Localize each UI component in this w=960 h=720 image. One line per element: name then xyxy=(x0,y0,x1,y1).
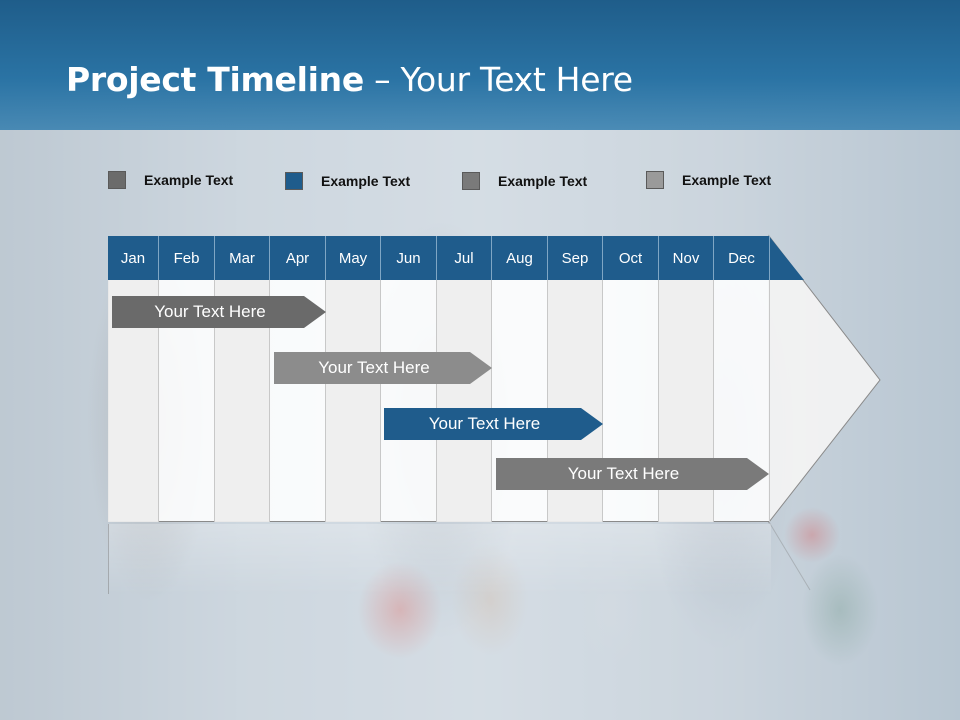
slide-title-rest: – Your Text Here xyxy=(363,60,633,99)
task-label-1: Your Text Here xyxy=(154,302,266,321)
legend-label-4: Example Text xyxy=(682,172,772,188)
task-bar-1[interactable]: Your Text Here xyxy=(112,296,326,328)
timeline-reflection xyxy=(108,524,771,594)
slide-title: Project Timeline – Your Text Here xyxy=(66,60,633,99)
month-label-mar: Mar xyxy=(215,236,270,280)
month-label-jul: Jul xyxy=(437,236,492,280)
task-label-4: Your Text Here xyxy=(567,464,680,483)
legend-swatch-2 xyxy=(285,172,303,190)
month-column-apr xyxy=(270,280,326,522)
month-label-jan: Jan xyxy=(108,236,159,280)
task-bar-3[interactable]: Your Text Here xyxy=(384,408,603,440)
legend-item-3: Example Text xyxy=(462,172,587,190)
month-label-nov: Nov xyxy=(659,236,714,280)
legend-swatch-1 xyxy=(108,171,126,189)
legend-item-4: Example Text xyxy=(646,171,771,189)
month-column-aug xyxy=(492,280,548,522)
month-label-jun: Jun xyxy=(381,236,437,280)
month-column-feb xyxy=(159,280,215,522)
month-label-sep: Sep xyxy=(548,236,603,280)
month-label-feb: Feb xyxy=(159,236,215,280)
legend-item-2: Example Text xyxy=(285,172,410,190)
month-label-aug: Aug xyxy=(492,236,548,280)
slide-title-bold: Project Timeline xyxy=(66,60,364,99)
month-label-dec: Dec xyxy=(714,236,770,280)
month-column-oct xyxy=(603,280,659,522)
title-banner: Project Timeline – Your Text Here xyxy=(0,0,960,130)
task-label-2: Your Text Here xyxy=(318,358,430,377)
month-column-may xyxy=(326,280,381,522)
task-bar-2[interactable]: Your Text Here xyxy=(274,352,492,384)
legend-item-1: Example Text xyxy=(108,171,233,189)
task-label-3: Your Text Here xyxy=(428,414,541,433)
month-label-oct: Oct xyxy=(603,236,659,280)
month-label-may: May xyxy=(326,236,381,280)
legend-label-3: Example Text xyxy=(498,173,588,189)
legend-swatch-3 xyxy=(462,172,480,190)
legend-swatch-4 xyxy=(646,171,664,189)
legend-label-1: Example Text xyxy=(144,172,234,188)
legend-label-2: Example Text xyxy=(321,173,411,189)
task-bar-4[interactable]: Your Text Here xyxy=(496,458,769,490)
month-column-dec xyxy=(714,280,770,522)
month-label-apr: Apr xyxy=(270,236,326,280)
month-column-jul xyxy=(437,280,492,522)
month-column-jun xyxy=(381,280,437,522)
